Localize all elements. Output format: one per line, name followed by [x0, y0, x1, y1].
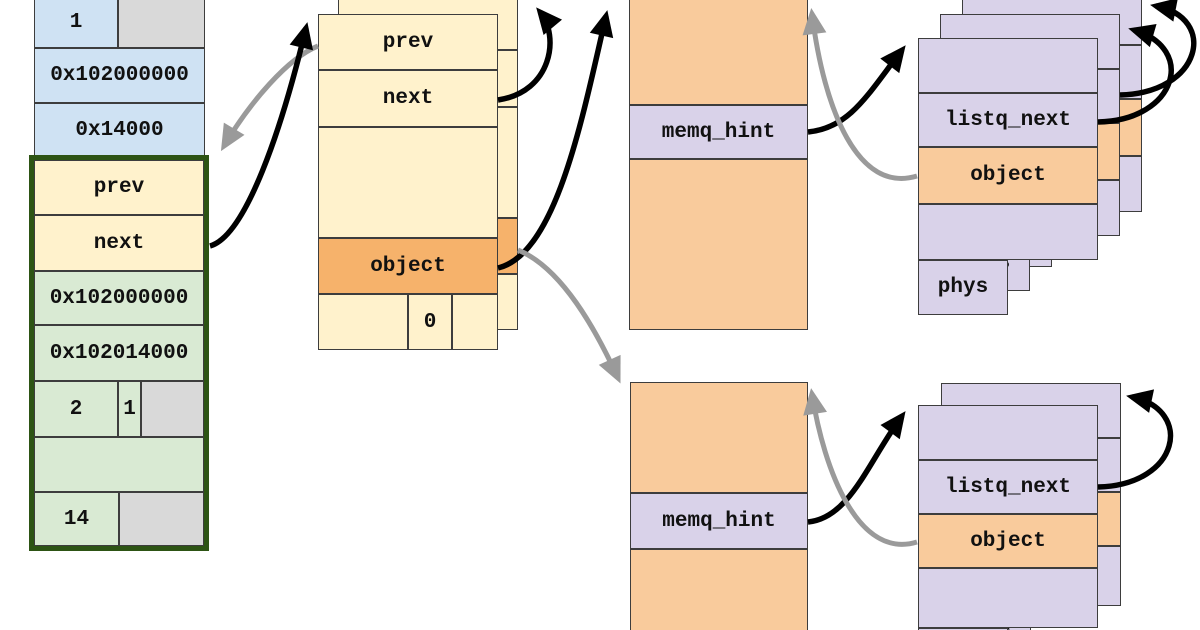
object-field: object — [318, 238, 498, 294]
object-body-upper — [630, 382, 808, 493]
entry-spacer-cell — [141, 381, 204, 437]
phys-field: phys — [918, 628, 1008, 630]
blank-row — [918, 568, 1098, 628]
blank-row — [918, 204, 1098, 260]
listq-next-field: listq_next — [918, 460, 1098, 514]
object-body-lower — [630, 549, 808, 630]
entry-tag-cell: 14 — [34, 492, 119, 546]
map-start-cell: 0x102000000 — [34, 48, 205, 103]
blank-row — [918, 38, 1098, 93]
entry-spacer-cell-2 — [119, 492, 204, 546]
memq-hint-field: memq_hint — [629, 105, 808, 159]
vme-start-field: 0x102000000 — [34, 271, 204, 325]
prev-pointer-arrow — [220, 43, 319, 152]
object-body-lower — [629, 159, 808, 330]
entry-flag-b-cell: 1 — [118, 381, 141, 437]
object-body-upper — [629, 0, 808, 105]
phys-field: phys — [918, 260, 1008, 315]
object-field: object — [918, 514, 1098, 568]
map-size-cell: 0x14000 — [34, 103, 205, 158]
bottom-cell-b — [452, 294, 498, 350]
prev-field: prev — [318, 14, 498, 70]
entry-blank-row — [34, 437, 204, 492]
entry-flag-a-cell: 2 — [34, 381, 118, 437]
next-field: next — [34, 215, 204, 271]
next-pointer-arrow — [208, 22, 313, 249]
page-object-backpointer-bottom — [803, 388, 918, 547]
blank-row — [918, 405, 1098, 460]
offset-cell: 0 — [408, 294, 452, 350]
prev-field: prev — [34, 160, 204, 215]
current-entry-highlight-frame — [29, 155, 209, 551]
blank-row — [318, 127, 498, 238]
memq-hint-pointer-arrow-bottom — [807, 411, 906, 525]
vme-end-field: 0x102014000 — [34, 325, 204, 381]
next-field: next — [318, 70, 498, 127]
page-object-backpointer-top — [802, 8, 918, 181]
map-spacer-cell — [118, 0, 205, 48]
memq-hint-pointer-arrow-top — [807, 45, 906, 135]
bottom-cell-a — [318, 294, 408, 350]
memq-hint-field: memq_hint — [630, 493, 808, 549]
map-ref-count-cell: 1 — [34, 0, 118, 48]
listq-next-field: listq_next — [918, 93, 1098, 147]
object-pointer-arrow-gray — [517, 247, 621, 384]
object-field: object — [918, 147, 1098, 204]
